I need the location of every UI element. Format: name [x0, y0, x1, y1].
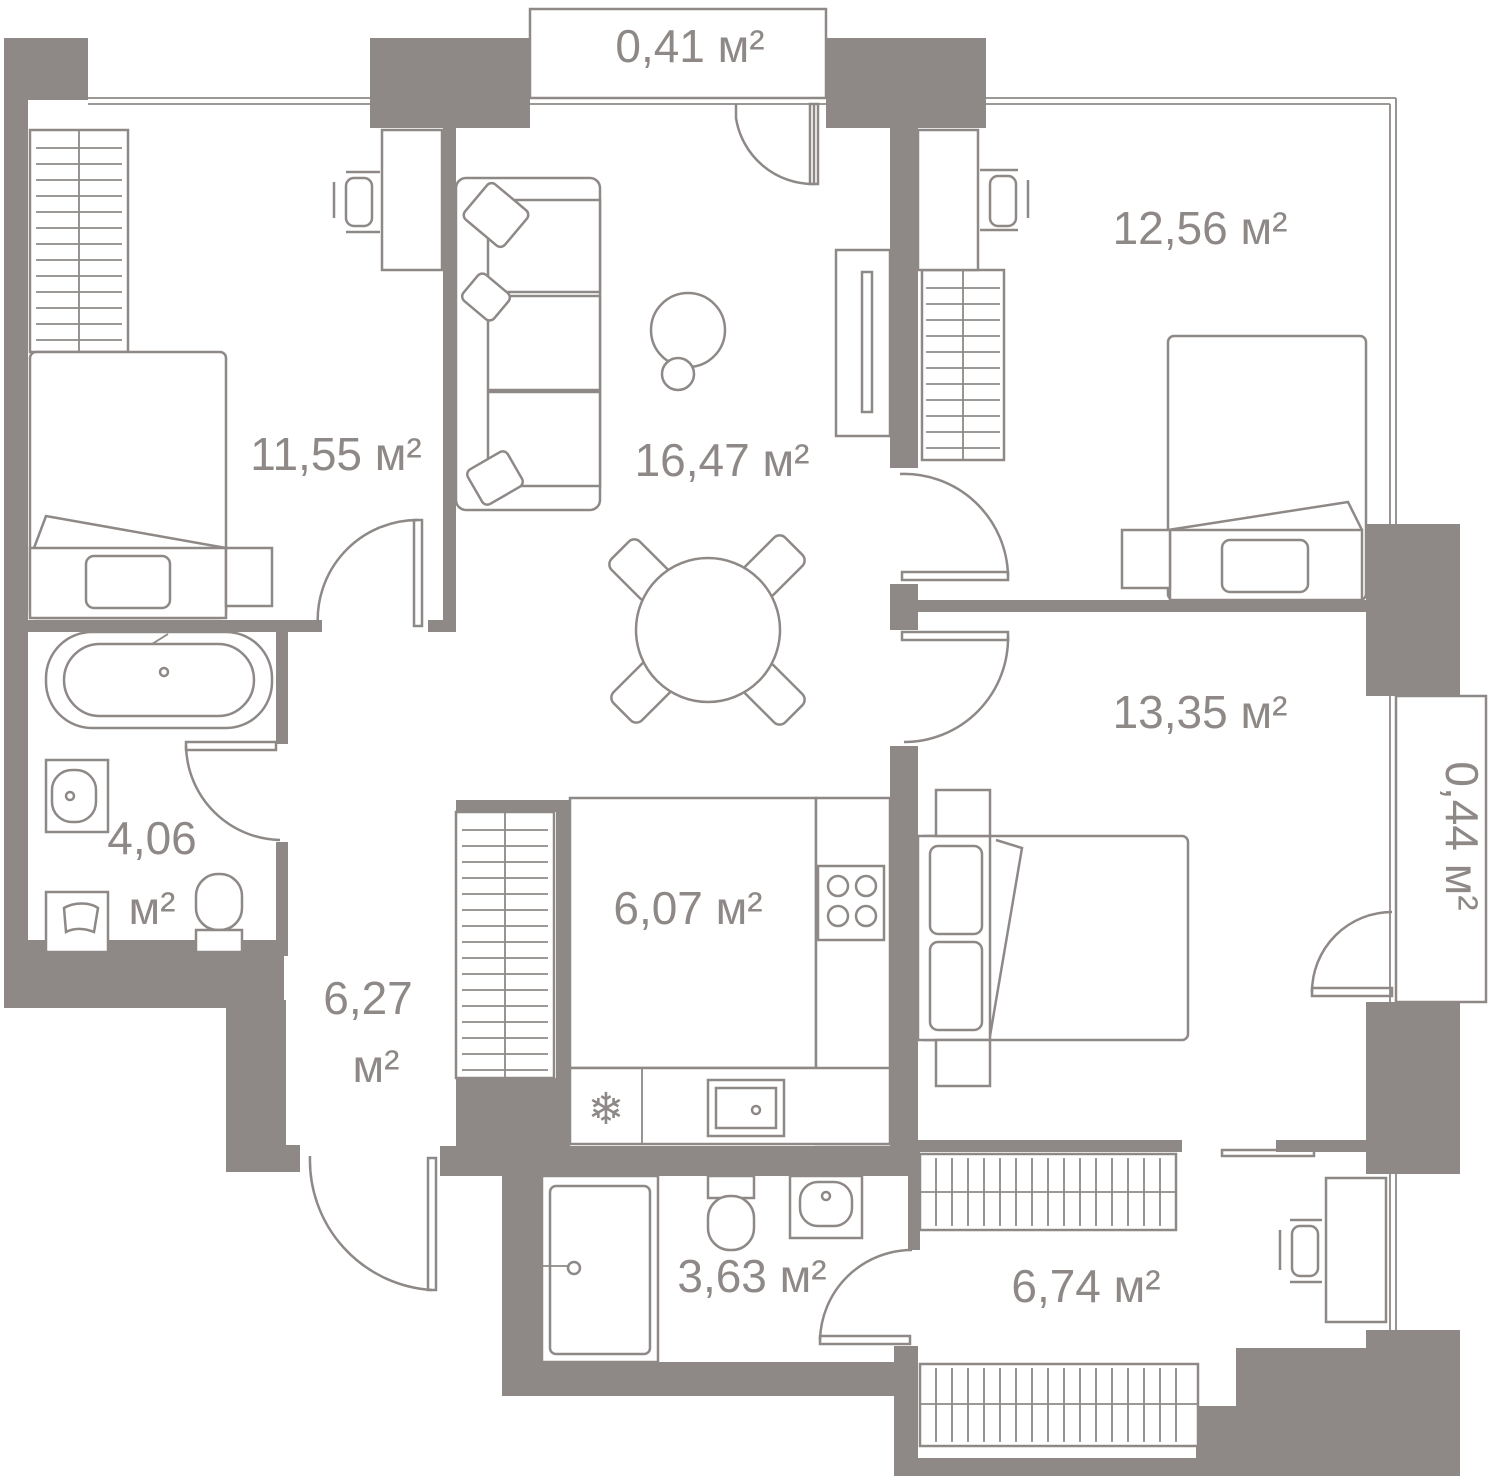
- toilet-bathroom-bottom: [706, 1174, 756, 1252]
- wall-bath-top: [22, 620, 322, 632]
- wall-bath-bottom-floor: [502, 1362, 912, 1396]
- doors: [184, 102, 1394, 1346]
- sink-bathroom-bottom: [788, 1174, 864, 1240]
- bed-right: [916, 788, 1190, 1088]
- coffee-table: [649, 291, 727, 369]
- wardrobe-left: [28, 128, 130, 354]
- area-bathroom-left-unit: м²: [129, 882, 176, 934]
- wardrobe-study-bottom: [918, 1362, 1200, 1448]
- wardrobe-hall: [454, 800, 570, 1080]
- side-table: [660, 356, 696, 392]
- bed-top-right: [1120, 334, 1368, 602]
- toilet-bathroom-left: [44, 872, 244, 954]
- balcony-top: [528, 7, 828, 100]
- wardrobe-study-top: [918, 1152, 1178, 1232]
- wall-bath-right-lower: [276, 842, 288, 956]
- area-study: 6,74 м²: [1011, 1260, 1160, 1312]
- wall-partition-kitchen: [890, 746, 918, 1146]
- wall-partition-left: [443, 128, 456, 632]
- area-bathroom-bottom: 3,63 м²: [677, 1250, 826, 1302]
- snowflake-icon: ❄: [588, 1084, 625, 1135]
- wall-right-pier-lower: [1366, 1002, 1460, 1174]
- wall-top-left-block: [370, 38, 530, 128]
- wall-right-pier-upper: [1366, 524, 1460, 696]
- door-bathroom-bottom: [818, 1248, 913, 1341]
- area-balcony-top: 0,41 м²: [615, 20, 764, 72]
- door-entrance: [308, 1155, 433, 1292]
- tv-stand: [834, 248, 892, 438]
- bathtub-bottom: [540, 1174, 660, 1364]
- bed-left: [28, 350, 274, 620]
- desk-study: [1278, 1176, 1388, 1324]
- door-bedroom-top-right: [899, 472, 1010, 577]
- kitchen-units: ❄: [568, 796, 892, 1146]
- wall-bath-bottom-right: [908, 1146, 920, 1250]
- wall-left-step: [226, 1000, 286, 1172]
- area-kitchen: 6,07 м²: [613, 882, 762, 934]
- sofa: [454, 176, 602, 512]
- area-bedroom-left: 11,55 м²: [250, 428, 421, 480]
- balcony-right: [1394, 694, 1488, 1004]
- area-bedroom-top-right: 12,56 м²: [1113, 202, 1288, 254]
- area-labels: 0,41 м² 11,55 м² 16,47 м² 12,56 м² 13,35…: [107, 20, 1488, 1312]
- wall-left-main: [4, 38, 28, 1008]
- desk-top-right: [916, 128, 1030, 272]
- area-bathroom-left-value: 4,06: [107, 812, 197, 864]
- area-bedroom-right: 13,35 м²: [1113, 686, 1288, 738]
- wall-left-jamb: [286, 1146, 300, 1172]
- bathtub-left: [44, 630, 274, 730]
- walls: [4, 38, 1460, 1476]
- wall-partition-left-foot: [428, 620, 456, 632]
- door-balcony-top: [734, 104, 816, 186]
- wall-bath-bottom-left: [502, 1146, 542, 1396]
- wall-partition-right-upper: [890, 128, 918, 468]
- wall-bedrooms-divider: [918, 600, 1368, 612]
- area-living: 16,47 м²: [635, 434, 810, 486]
- area-hall-unit: м²: [353, 1040, 400, 1092]
- door-bedroom-left: [316, 518, 419, 629]
- wall-study-top: [910, 1140, 1182, 1152]
- wall-bottom-right: [894, 1330, 1460, 1476]
- door-bathroom-left: [184, 745, 281, 842]
- dining-set: [608, 534, 806, 726]
- area-hall-value: 6,27: [323, 972, 413, 1024]
- sink-bathroom-left: [44, 758, 110, 834]
- wall-bath-right-upper: [276, 632, 288, 744]
- wall-partition-right-post: [890, 584, 918, 630]
- area-balcony-right: 0,44 м²: [1436, 761, 1488, 910]
- wall-top-right-block: [826, 38, 986, 128]
- door-balcony-right: [1310, 910, 1393, 993]
- wardrobe-top-right: [920, 268, 1006, 462]
- desk-top-left: [332, 128, 444, 272]
- door-bedroom-right: [903, 635, 1010, 744]
